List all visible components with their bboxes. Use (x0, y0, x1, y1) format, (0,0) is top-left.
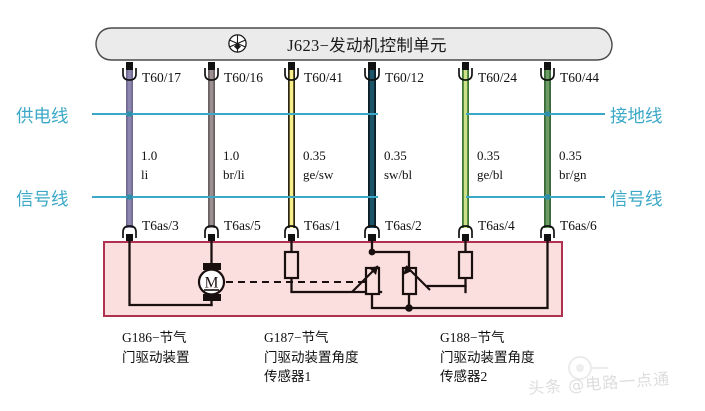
wire-code-4: sw/bl (384, 167, 413, 182)
wire-gauge-3: 0.35 (303, 148, 326, 163)
resistor-bodies (283, 250, 474, 280)
pot-body-g188 (401, 266, 418, 296)
wire-gauge-2: 1.0 (223, 148, 240, 163)
ecu-symbol-icon-slot (261, 35, 280, 54)
svg-text:M: M (205, 275, 219, 292)
ecu-enclosure (95, 27, 613, 61)
wire-gauge-1: 1.0 (141, 148, 158, 163)
top-pin-label-6: T60/44 (560, 70, 599, 85)
wire-gauge-5: 0.35 (477, 148, 500, 163)
label-ground-line: 接地线 (610, 107, 663, 127)
wire-gauge-6: 0.35 (559, 148, 582, 163)
top-pin-label-4: T60/12 (385, 70, 424, 85)
wire-code-2: br/li (223, 167, 245, 182)
label-signal-line-left: 信号线 (16, 190, 69, 210)
wire-code-1: li (141, 167, 149, 182)
wire-li (126, 66, 133, 228)
ecu-title-text: J623−发动机控制单元 (287, 36, 447, 55)
label-signal-line-right: 信号线 (610, 190, 663, 210)
wire-code-5: ge/bl (477, 167, 503, 182)
top-pin-label-2: T60/16 (224, 70, 263, 85)
resistor-g188 (457, 250, 474, 280)
wire-br-gn (544, 66, 551, 228)
annotation-leaders (92, 112, 605, 199)
motor-symbol: M (197, 263, 226, 301)
ecu-symbol-icon (228, 34, 247, 53)
top-pin-tips (126, 62, 551, 70)
wire-sw-bl (368, 66, 376, 228)
wire-br-li (208, 66, 215, 228)
resistor-g187 (283, 250, 300, 280)
bottom-pin-label-3: T6as/1 (304, 218, 341, 233)
bottom-pin-label-5: T6as/4 (478, 218, 515, 233)
caption-g188: G188−节气 门驱动装置角度 传感器2 (440, 330, 535, 385)
wire-gauge-4: 0.35 (384, 148, 407, 163)
wire-ge-sw (288, 66, 295, 228)
annotation-junction-dots (127, 111, 550, 200)
wiper-arrowheads (369, 266, 412, 275)
top-pin-label-3: T60/41 (304, 70, 343, 85)
wire-ge-bl (462, 66, 469, 228)
bottom-pin-label-4: T6as/2 (385, 218, 422, 233)
watermark-logo-icon (568, 356, 608, 380)
wire-code-3: ge/sw (303, 167, 334, 182)
ecu-title-row: J623−发动机控制单元 (98, 28, 610, 60)
component-housing (103, 241, 563, 317)
bottom-pin-label-2: T6as/5 (224, 218, 261, 233)
caption-g187: G187−节气 门驱动装置角度 传感器1 (264, 330, 359, 385)
wire-code-6: br/gn (559, 167, 587, 182)
top-pin-label-1: T60/17 (142, 70, 181, 85)
bottom-pin-label-6: T6as/6 (560, 218, 597, 233)
ecu-header: J623−发动机控制单元 (98, 28, 610, 60)
bottom-pin-connectors (122, 225, 555, 238)
top-pin-label-5: T60/24 (478, 70, 517, 85)
caption-g186: G186−节气 门驱动装置 (122, 330, 190, 365)
bottom-pin-label-1: T6as/3 (142, 218, 179, 233)
circuit-nodes (368, 248, 413, 312)
label-power-line: 供电线 (16, 107, 69, 127)
bottom-pin-tips (126, 234, 551, 242)
top-pin-connectors (122, 68, 555, 81)
